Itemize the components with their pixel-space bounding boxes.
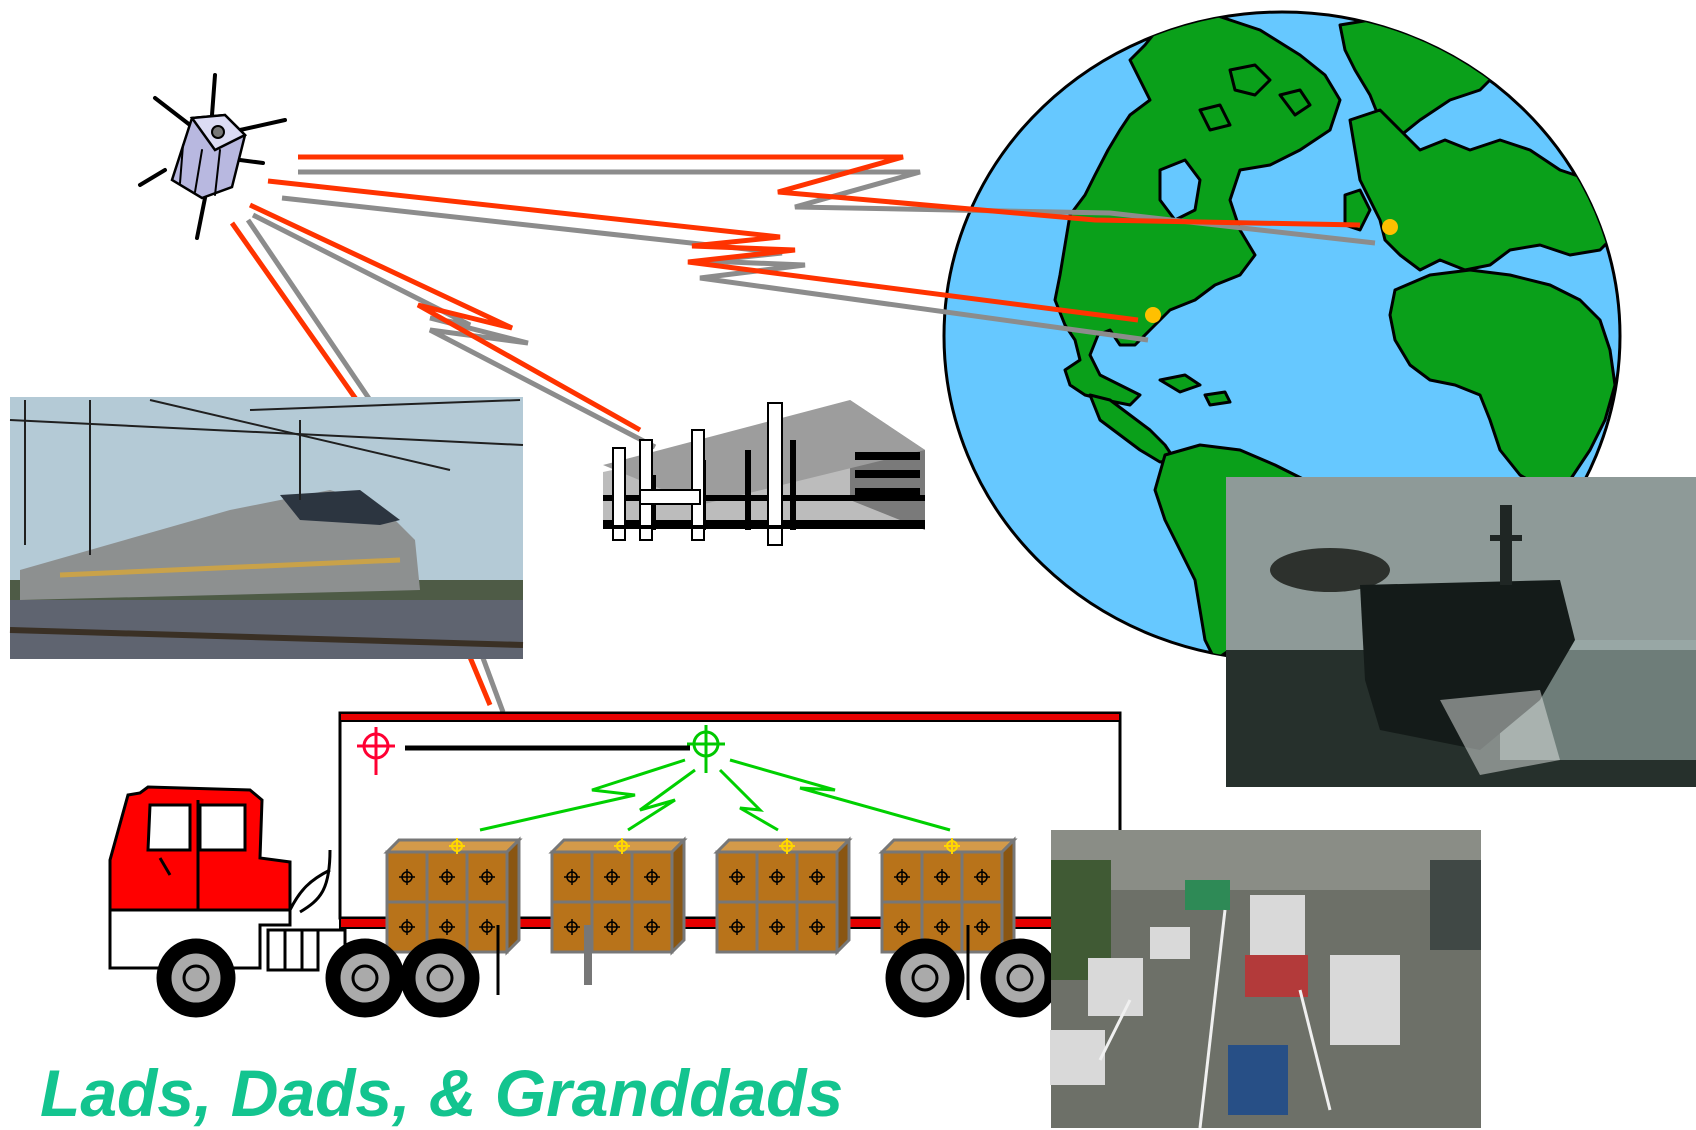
crosshair-tag-icon (479, 919, 495, 935)
cargo-box-icon (383, 836, 523, 956)
cargo-box-icon (878, 836, 1018, 956)
crosshair-tag-icon (934, 869, 950, 885)
crosshair-tag-icon (974, 869, 990, 885)
crosshair-tag-icon (399, 869, 415, 885)
crosshair-tag-icon (614, 838, 630, 854)
crosshair-tag-icon (564, 919, 580, 935)
location-dot-europe (1382, 219, 1398, 235)
diagram-caption: Lads, Dads, & Granddads (40, 1056, 844, 1130)
crosshair-tag-icon (769, 919, 785, 935)
crosshair-tag-icon (644, 919, 660, 935)
location-dot-north-america (1145, 307, 1161, 323)
crosshair-tag-icon (449, 838, 465, 854)
cargo-box-icon (548, 836, 688, 956)
satellite-signal-links (229, 154, 1376, 713)
crosshair-tag-icon (894, 869, 910, 885)
crosshair-tag-icon (729, 869, 745, 885)
crosshair-tag-icon (644, 869, 660, 885)
crosshair-tag-icon (604, 919, 620, 935)
crosshair-tag-icon (944, 838, 960, 854)
crosshair-tag-icon (399, 919, 415, 935)
crosshair-tag-icon (357, 727, 395, 775)
crosshair-tag-icon (809, 869, 825, 885)
crosshair-tag-icon (479, 869, 495, 885)
satellite-icon (138, 73, 287, 240)
cargo-box-icon (713, 836, 853, 956)
crosshair-tag-icon (779, 838, 795, 854)
crosshair-tag-icon (687, 725, 725, 773)
crosshair-tag-icon (769, 869, 785, 885)
crosshair-tag-icon (809, 919, 825, 935)
office-building-icon (603, 400, 925, 546)
crosshair-tag-icon (894, 919, 910, 935)
semi-truck-icon (108, 711, 1122, 1018)
city-traffic-photo (1050, 830, 1481, 1128)
crosshair-tag-icon (439, 869, 455, 885)
crosshair-tag-icon (974, 919, 990, 935)
high-speed-train-photo (9, 397, 524, 659)
crosshair-tag-icon (564, 869, 580, 885)
crosshair-tag-icon (604, 869, 620, 885)
cargo-ship-photo (1226, 477, 1696, 787)
crosshair-tag-icon (729, 919, 745, 935)
crosshair-tag-icon (439, 919, 455, 935)
crosshair-tag-icon (934, 919, 950, 935)
